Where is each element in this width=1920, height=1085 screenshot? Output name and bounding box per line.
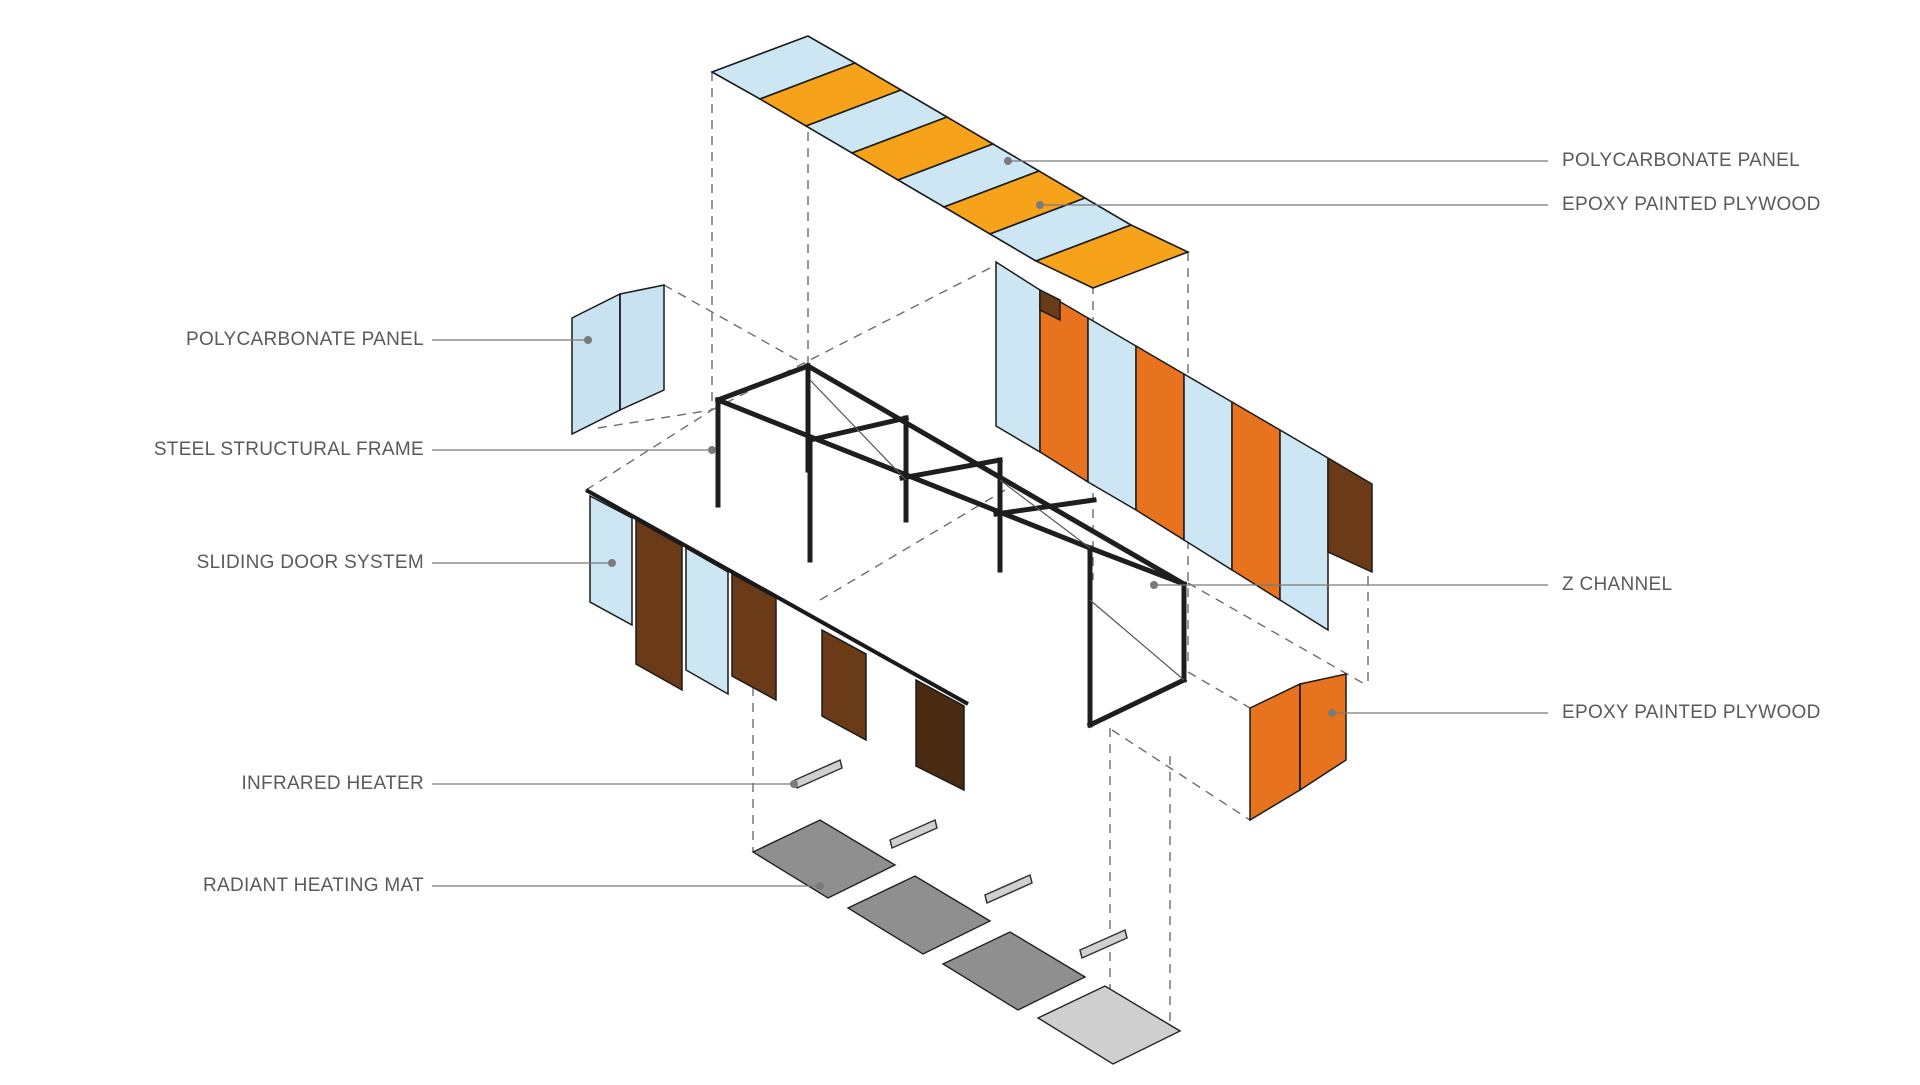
label-left-polycarbonate-panel: POLYCARBONATE PANEL — [186, 329, 424, 350]
infrared-heaters — [794, 758, 1128, 960]
label-z-channel: Z CHANNEL — [1562, 574, 1673, 595]
sliding-door-system — [585, 488, 969, 792]
label-radiant-heating-mat: RADIANT HEATING MAT — [202, 875, 424, 896]
right-end-plywood-panel — [1249, 673, 1347, 822]
label-sliding-door-system: SLIDING DOOR SYSTEM — [196, 552, 424, 573]
label-steel-structural-frame: STEEL STRUCTURAL FRAME — [153, 439, 424, 460]
leader-dots — [584, 157, 1336, 890]
label-infrared-heater: INFRARED HEATER — [241, 773, 424, 794]
label-epoxy-painted-plywood-roof: EPOXY PAINTED PLYWOOD — [1562, 194, 1821, 215]
back-wall-panels — [995, 260, 1373, 632]
roof-panel-strip — [710, 35, 1191, 289]
left-end-polycarbonate-panel — [571, 284, 665, 436]
label-epoxy-painted-plywood-end: EPOXY PAINTED PLYWOOD — [1562, 702, 1821, 723]
frame-bracing — [809, 379, 1185, 681]
label-right-polycarbonate-panel: POLYCARBONATE PANEL — [1562, 150, 1800, 171]
radiant-heating-mats — [751, 819, 1182, 1065]
roof-plywood-4 — [1033, 224, 1191, 289]
steel-structural-frame — [714, 362, 1188, 729]
leader-lines — [432, 160, 1548, 887]
